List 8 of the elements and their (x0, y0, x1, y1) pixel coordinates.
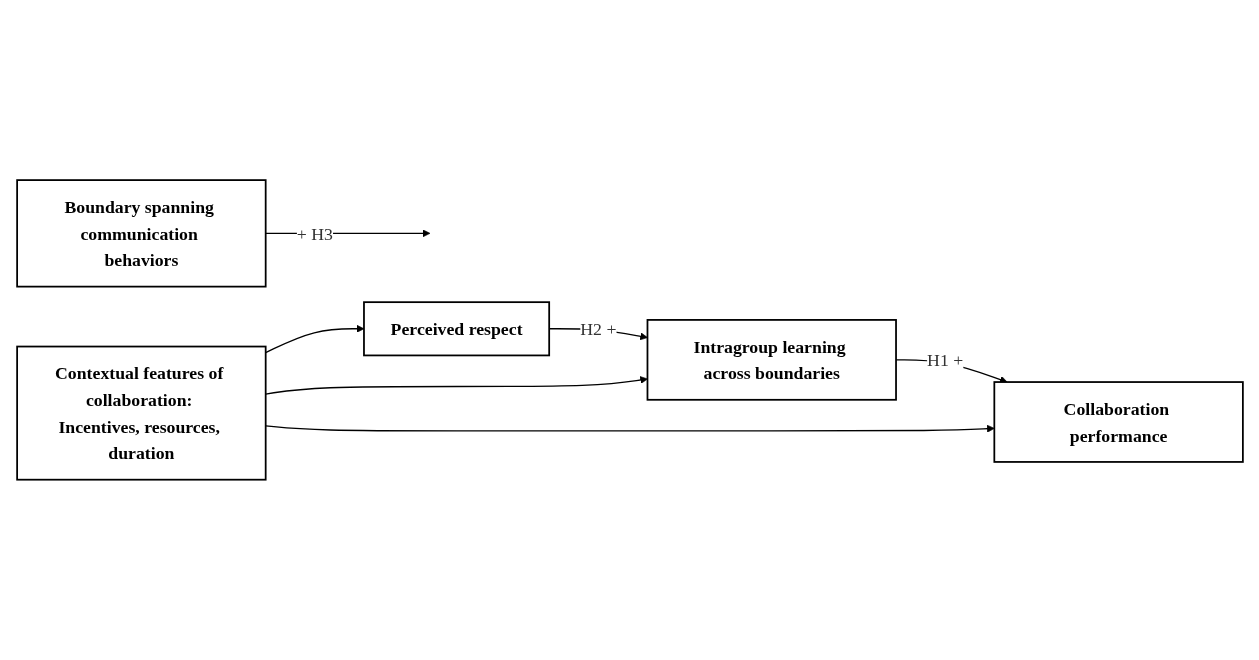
edge-label: + H3 (296, 223, 333, 244)
node-box: Collaboration performance (992, 381, 1244, 463)
edge-label: H2 + (579, 319, 616, 339)
node-box: Intragroup learning across boundaries (646, 319, 897, 401)
node-box: Boundary spanning communication behaviors (15, 179, 267, 288)
edge-label: H1 + (926, 350, 963, 370)
node-box: Contextual features of collaboration: Incentives, resources, duration (15, 345, 267, 481)
node-box: Perceived respect (362, 301, 550, 357)
